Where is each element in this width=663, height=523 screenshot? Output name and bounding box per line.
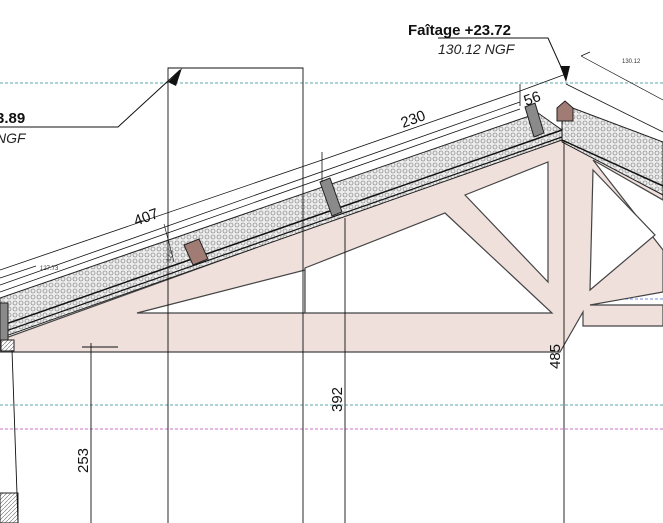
dim-insul-line — [163, 223, 175, 263]
eave-arrow — [168, 68, 182, 86]
ridge-tag-leader — [580, 55, 663, 101]
level-eave: 3.89 NGF 127.73 — [0, 68, 182, 279]
level-ridge: Faîtage +23.72 130.12 NGF 130.12 — [408, 22, 663, 101]
dim-485-label: 485 — [547, 344, 564, 369]
block-gray-2 — [524, 102, 545, 138]
ridge-tag-tick — [580, 51, 591, 57]
dim-407-line — [0, 159, 323, 271]
cover-line-1 — [0, 101, 521, 286]
cover-line-right — [565, 83, 663, 133]
roof-truss — [0, 137, 663, 353]
dim-392-label: 392 — [329, 387, 346, 412]
ridge-tag-label: 130.12 — [622, 59, 641, 65]
dim-230-label: 230 — [399, 107, 428, 132]
eave-level-ngf: NGF — [0, 130, 27, 146]
cover-line-2 — [0, 108, 521, 293]
frame-line — [167, 67, 304, 523]
eave-drop-line — [11, 349, 19, 523]
roof-membrane-right — [561, 139, 663, 187]
eave-tag-leader — [0, 265, 37, 279]
dim-230-line — [321, 90, 521, 161]
dim-56-label: 56 — [522, 88, 543, 110]
roof-membrane-left-b — [0, 136, 563, 334]
dim-253-label: 253 — [75, 448, 92, 473]
block-gray-eave — [0, 302, 9, 342]
dimension-labels: 56 230 407 485 392 253 12.6 — [75, 88, 564, 473]
dimension-lines — [0, 73, 567, 271]
dim-56-line — [519, 73, 567, 92]
eave-tag-label: 127.73 — [40, 266, 59, 272]
ridge-level-label: Faîtage +23.72 — [408, 22, 511, 39]
block-brown-1 — [183, 238, 209, 266]
roof-membrane-left — [0, 129, 563, 327]
block-brown-ridge — [556, 100, 574, 122]
block-gray-1 — [319, 177, 343, 217]
vertical-lines — [11, 67, 565, 523]
eave-hatch — [0, 339, 15, 352]
truss-void-top — [463, 161, 549, 284]
roof-insulation — [0, 83, 663, 339]
truss-void-right — [589, 168, 656, 292]
insulation-right-slope — [561, 103, 663, 196]
ridge-level-ngf: 130.12 NGF — [438, 41, 516, 57]
eave-level-label: 3.89 — [0, 110, 25, 127]
wall-stub — [0, 492, 19, 523]
roof-blocks — [0, 100, 574, 523]
truss-void-mid — [304, 212, 554, 314]
dim-insul-label: 12.6 — [166, 249, 176, 263]
eave-leader — [0, 69, 181, 128]
ridge-leader — [438, 37, 567, 79]
dim-407-label: 407 — [132, 205, 161, 230]
